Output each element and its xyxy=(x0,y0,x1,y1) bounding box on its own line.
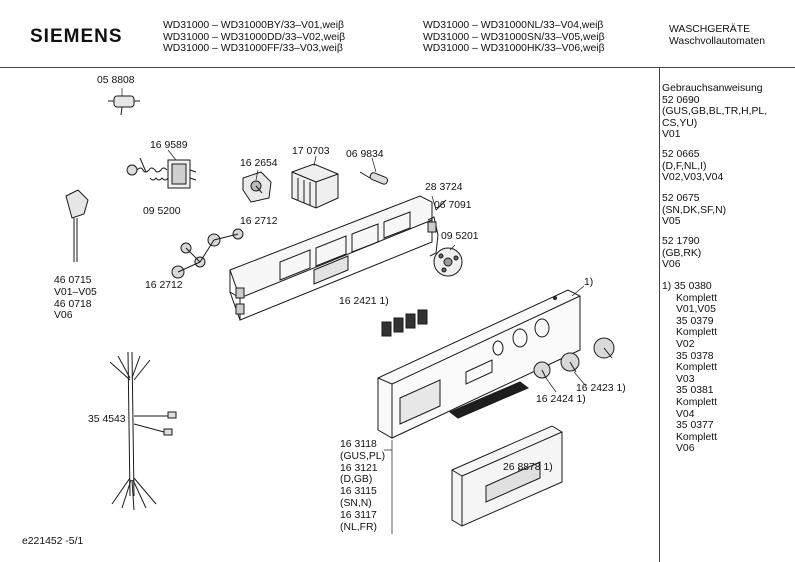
part-label: 26 8878 1) xyxy=(503,462,553,473)
trim-line: 16 3121 xyxy=(340,462,378,474)
model-line: WD31000 – WD31000NL/33–V04,weiβ xyxy=(423,20,604,31)
sidebar-line: 52 0675 xyxy=(662,193,700,204)
category-line: WASCHGERÄTE xyxy=(669,24,751,35)
part-label: 05 8808 xyxy=(97,75,135,86)
trim-line: (D,GB) xyxy=(340,474,373,486)
sidebar-line: V06 xyxy=(662,259,681,271)
kit-line: 35 0378 xyxy=(676,350,714,362)
category-label: WASCHGERÄTE Waschvollautomaten xyxy=(669,24,765,47)
header-divider xyxy=(0,67,795,68)
cord-line: V01–V05 xyxy=(54,286,97,298)
part-label: 16 2712 xyxy=(145,280,183,291)
kit-line: 35 0377 xyxy=(676,420,714,432)
kit-line: V01,V05 xyxy=(676,304,716,316)
power-cord-part xyxy=(65,189,89,262)
manual-block: Gebrauchsanweisung 52 0690 (GUS,GB,BL,TR… xyxy=(662,83,792,141)
part-label: 16 2423 1) xyxy=(576,383,626,394)
part-label: 16 2421 1) xyxy=(339,296,389,307)
part-label: 06 7091 xyxy=(434,200,472,211)
rotary-knobs-part xyxy=(171,228,244,279)
part-label: 17 0703 xyxy=(292,146,330,157)
sidebar-line: (GUS,GB,BL,TR,H,PL, xyxy=(662,106,768,118)
kit-line: Komplett xyxy=(676,292,718,304)
control-panel-part xyxy=(377,289,581,439)
model-line: WD31000 – WD31000HK/33–V06,weiβ xyxy=(423,43,605,55)
part-label: 16 2654 xyxy=(240,158,278,169)
part-label: 28 3724 xyxy=(425,182,463,193)
kit-title: 1) 35 0380 xyxy=(662,281,712,292)
sidebar-line: (D,F,NL,I) xyxy=(662,160,707,172)
temperature-switch-part xyxy=(126,157,197,189)
kit-line: Komplett xyxy=(676,431,718,443)
timer-part xyxy=(291,163,339,209)
manual-block: 52 1790 (GB,RK) V06 xyxy=(662,236,792,271)
sidebar-line: 52 0665 xyxy=(662,149,700,160)
trim-line: (SN,N) xyxy=(340,497,372,509)
kit-line: V04 xyxy=(676,408,695,420)
selector-disc-part xyxy=(433,247,463,277)
kit-line: V03 xyxy=(676,373,695,385)
model-line: WD31000 – WD31000FF/33–V03,weiβ xyxy=(163,43,343,55)
cord-line: 46 0715 xyxy=(54,275,92,286)
trim-strip-part xyxy=(449,381,529,419)
fascia-carrier-part xyxy=(229,195,433,321)
cord-line: 46 0718 xyxy=(54,298,92,310)
kit-line: 35 0381 xyxy=(676,385,714,397)
sidebar-line: V01 xyxy=(662,129,681,141)
sidebar-divider xyxy=(659,67,660,562)
kit-line: Komplett xyxy=(676,362,718,374)
lever-clip-part xyxy=(427,199,447,257)
part-label: 06 9834 xyxy=(346,149,384,160)
leader-lines xyxy=(121,88,587,534)
trim-line: (GUS,PL) xyxy=(340,450,386,462)
manual-block: 52 0675 (SN,DK,SF,N) V05 xyxy=(662,193,792,228)
cord-label: 46 0715 V01–V05 46 0718 V06 xyxy=(54,275,97,322)
part-label: 16 2712 xyxy=(240,216,278,227)
indicator-lamp-part xyxy=(359,171,389,185)
trim-label: 16 3118 (GUS,PL) 16 3121 (D,GB) 16 3115 … xyxy=(340,439,385,533)
part-label: 09 5201 xyxy=(441,231,479,242)
sidebar-line: (SN,DK,SF,N) xyxy=(662,204,727,216)
control-knobs-part xyxy=(533,337,615,379)
kit-line: V06 xyxy=(676,443,695,455)
kit-line: 35 0379 xyxy=(676,315,714,327)
wiring-harness-part xyxy=(109,351,177,511)
manual-block: 52 0665 (D,F,NL,I) V02,V03,V04 xyxy=(662,149,792,184)
part-label: 16 2424 1) xyxy=(536,394,586,405)
category-line: Waschvollautomaten xyxy=(669,35,766,47)
sidebar-line: (GB,RK) xyxy=(662,247,702,259)
kit-block: 1) 35 0380 Komplett V01,V05 35 0379 Komp… xyxy=(662,281,792,455)
trim-line: (NL,FR) xyxy=(340,521,377,533)
trim-line: 16 3117 xyxy=(340,509,377,521)
drawer-front-part xyxy=(451,425,563,527)
model-line: WD31000 – WD31000BY/33–V01,weiβ xyxy=(163,20,344,31)
part-label: 09 5200 xyxy=(143,206,181,217)
push-buttons-part xyxy=(381,309,428,337)
part-label: 35 4543 xyxy=(88,414,126,425)
sidebar-line: V05 xyxy=(662,216,681,228)
cord-line: V06 xyxy=(54,310,73,322)
sidebar-line: V02,V03,V04 xyxy=(662,172,724,184)
trim-line: 16 3118 xyxy=(340,439,377,450)
brand-logo: SIEMENS xyxy=(30,26,123,47)
part-label: 16 9589 xyxy=(150,140,188,151)
part-label: 1) xyxy=(584,277,594,288)
pressure-switch-part xyxy=(242,171,272,203)
trim-line: 16 3115 xyxy=(340,486,377,498)
sidebar-line: 52 1790 xyxy=(662,236,700,247)
model-line: WD31000 – WD31000DD/33–V02,weiβ xyxy=(163,31,346,43)
kit-line: Komplett xyxy=(676,396,718,408)
kit-line: V02 xyxy=(676,338,695,350)
model-line: WD31000 – WD31000SN/33–V05,weiβ xyxy=(423,31,605,43)
model-list-col2: WD31000 – WD31000NL/33–V04,weiβ WD31000 … xyxy=(423,20,605,55)
document-code: e221452 -5/1 xyxy=(22,536,84,547)
capacitor-part xyxy=(108,95,140,116)
sidebar-line: CS,YU) xyxy=(662,117,698,129)
sidebar-line: 52 0690 xyxy=(662,94,700,106)
sidebar-line: Gebrauchsanweisung xyxy=(662,83,763,94)
kit-line: Komplett xyxy=(676,327,718,339)
model-list-col1: WD31000 – WD31000BY/33–V01,weiβ WD31000 … xyxy=(163,20,345,55)
